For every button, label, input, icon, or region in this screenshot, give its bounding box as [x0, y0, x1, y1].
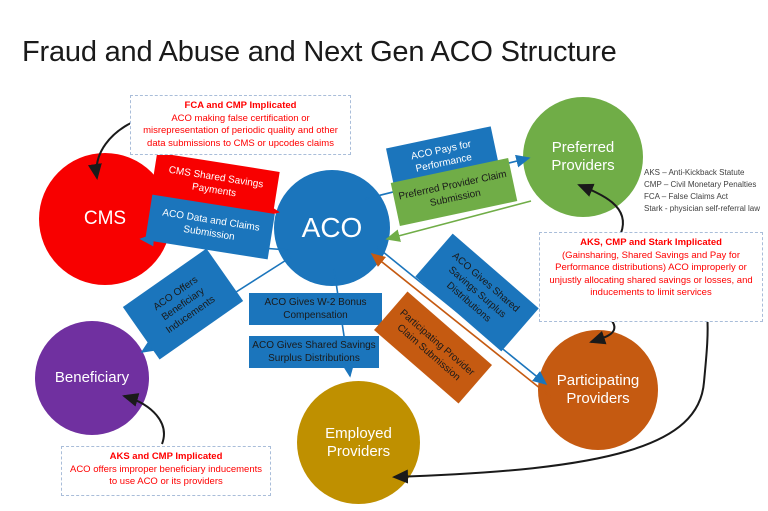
node-participating-providers-label: Participating Providers: [556, 372, 640, 407]
legend-line-fca: FCA – False Claims Act: [644, 192, 729, 201]
arrow-note-aks-to-preferred: [577, 183, 624, 234]
note-title: AKS and CMP Implicated: [109, 451, 223, 462]
flow-label-aco-gives-shared-savings-employed: ACO Gives Shared Savings Surplus Distrib…: [249, 336, 379, 368]
arrow-participating-to-aco: [370, 253, 552, 398]
legend-line-aks: AKS – Anti-Kickback Statute: [644, 168, 745, 177]
note-body: (Gainsharing, Shared Savings and Pay for…: [549, 249, 753, 299]
legend: AKS – Anti-Kickback Statute CMP – Civil …: [644, 167, 768, 215]
node-participating-providers: Participating Providers: [538, 330, 658, 450]
node-employed-providers-label: Employed Providers: [325, 424, 392, 460]
page-title: Fraud and Abuse and Next Gen ACO Structu…: [22, 36, 617, 68]
flow-label-text: ACO Gives W-2 Bonus Compensation: [264, 297, 367, 321]
flow-label-text: ACO Gives Shared Savings Surplus Distrib…: [252, 340, 376, 364]
node-aco-label: ACO: [301, 212, 363, 244]
node-preferred-providers: Preferred Providers: [523, 97, 643, 217]
node-aco: ACO: [274, 170, 390, 286]
node-cms-label: CMS: [83, 207, 127, 229]
note-body: ACO making false certification or misrep…: [143, 112, 338, 149]
legend-line-stark: Stark - physician self-referral law: [644, 204, 761, 213]
node-beneficiary: Beneficiary: [35, 321, 149, 435]
arrow-note-fca-to-cms: [87, 121, 134, 180]
note-title: FCA and CMP Implicated: [184, 100, 297, 111]
node-beneficiary-label: Beneficiary: [54, 369, 130, 386]
note-title: AKS, CMP and Stark Implicated: [580, 237, 722, 248]
flow-label-text: ACO Data and Claims Submission: [161, 207, 261, 243]
arrow-note-aks-to-participating: [589, 320, 616, 345]
note-fca-cmp-implicated: FCA and CMP Implicated ACO making false …: [130, 95, 351, 155]
node-preferred-providers-label: Preferred Providers: [551, 139, 615, 174]
note-aks-cmp-implicated: AKS and CMP Implicated ACO offers improp…: [61, 446, 271, 496]
note-aks-cmp-stark-implicated: AKS, CMP and Stark Implicated (Gainshari…: [539, 232, 763, 322]
arrow-note-akscmp-to-beneficiary: [122, 393, 165, 445]
legend-line-cmp: CMP – Civil Monetary Penalties: [644, 180, 757, 189]
flow-label-aco-gives-w2-bonus-compensation: ACO Gives W-2 Bonus Compensation: [249, 293, 382, 325]
note-body: ACO offers improper beneficiary induceme…: [69, 463, 263, 488]
arrow-preferred-to-aco: [385, 200, 532, 242]
